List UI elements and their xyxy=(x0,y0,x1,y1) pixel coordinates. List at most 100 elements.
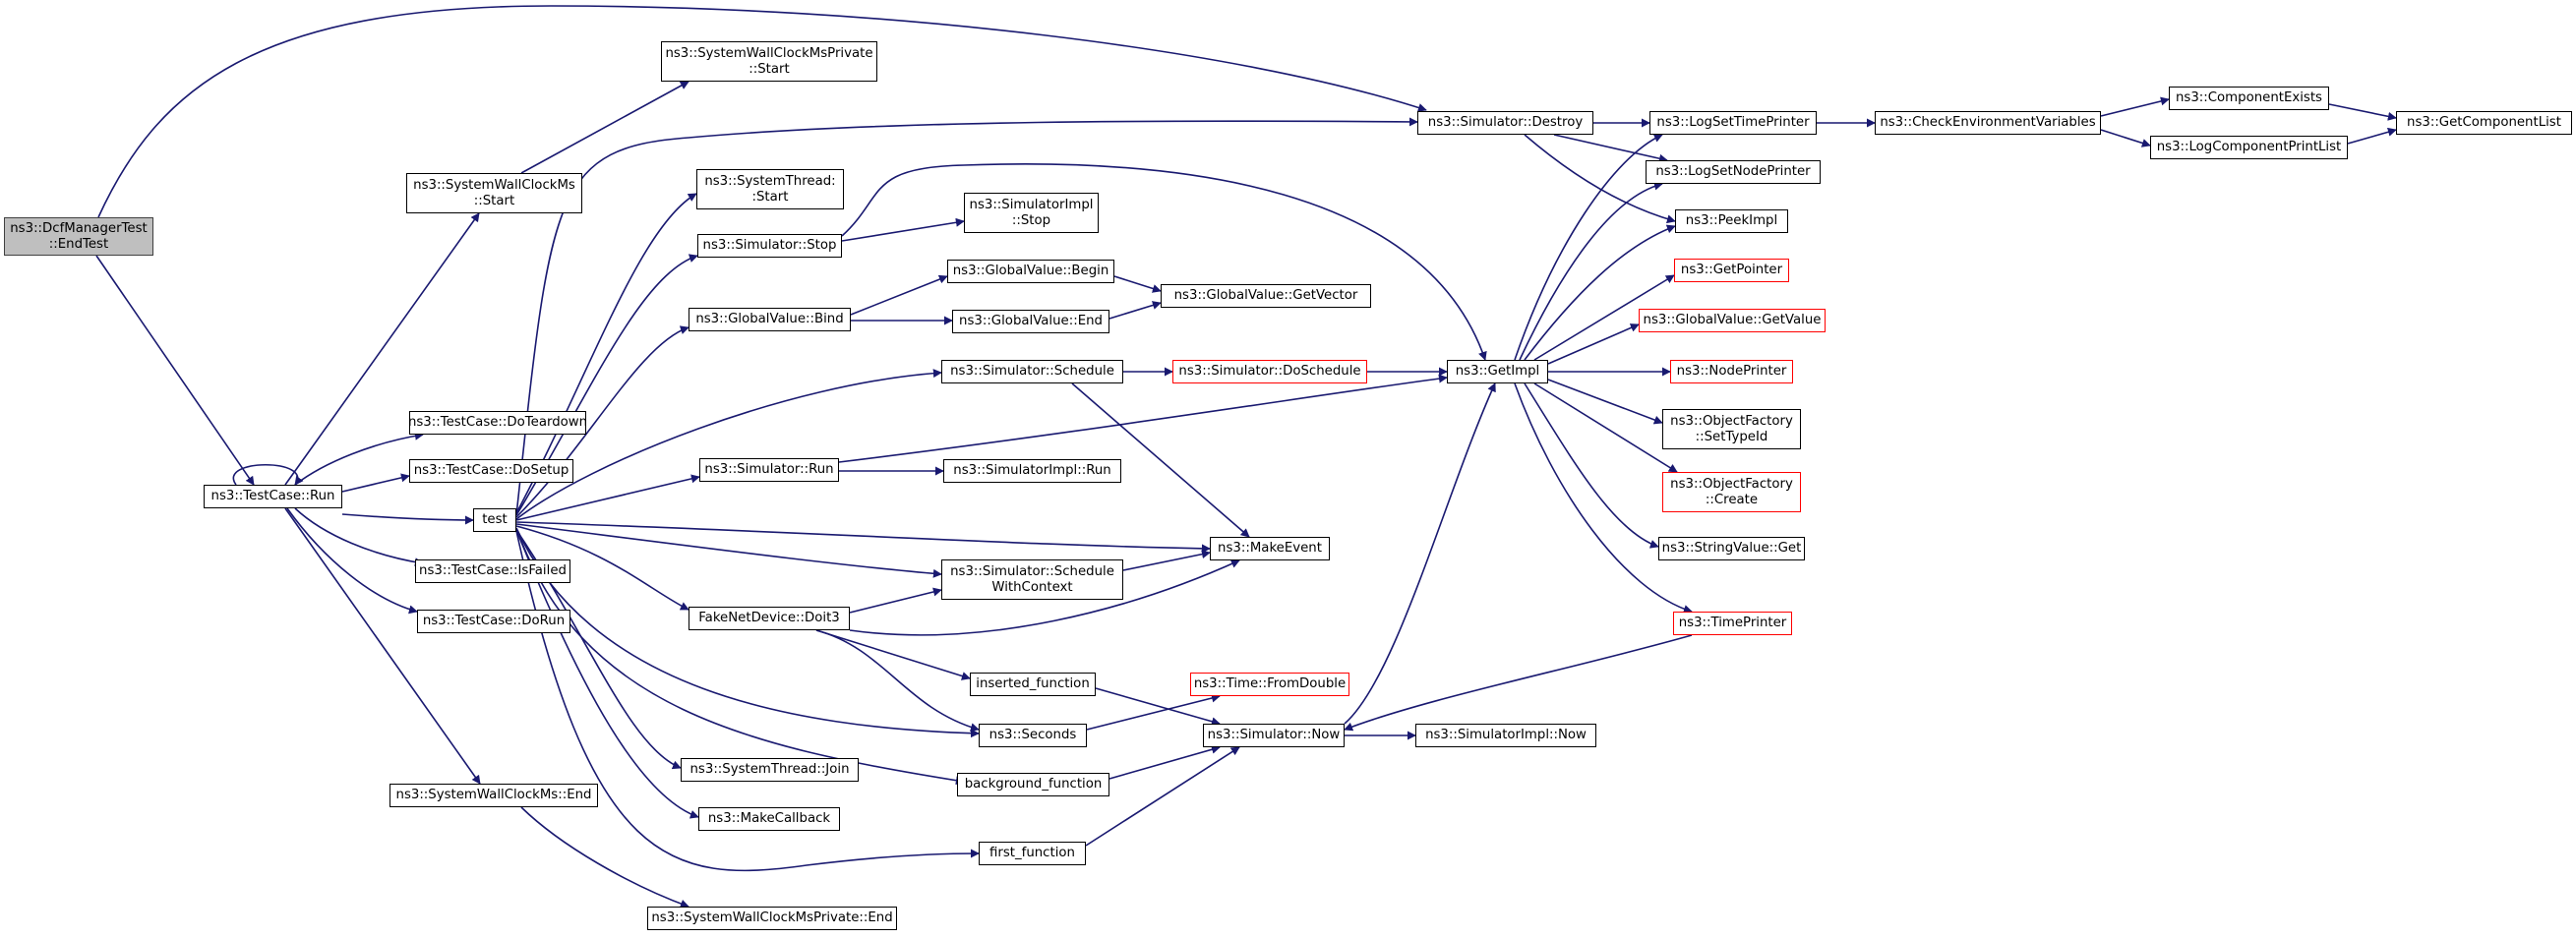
node-simulator-stop[interactable]: ns3::Simulator::Stop xyxy=(697,234,842,258)
node-objectfactory-settypeid[interactable]: ns3::ObjectFactory ::SetTypeId xyxy=(1662,409,1801,449)
edge-testcase-run-to-wallclock-start xyxy=(284,212,480,486)
node-simulator-now[interactable]: ns3::Simulator::Now xyxy=(1203,724,1345,747)
edge-simulator-schedulewithcontext-to-makeevent xyxy=(1122,550,1211,571)
edge-background-function-to-simulator-now xyxy=(1108,744,1221,780)
node-simulatorimpl-stop[interactable]: ns3::SimulatorImpl ::Stop xyxy=(964,193,1099,233)
node-simulator-schedulewithcontext[interactable]: ns3::Simulator::Schedule WithContext xyxy=(941,559,1123,600)
edge-globalvalue-bind-to-globalvalue-begin xyxy=(850,274,948,316)
node-makeevent[interactable]: ns3::MakeEvent xyxy=(1210,537,1330,560)
edge-componentexists-to-getcomponentlist xyxy=(2328,103,2397,121)
call-edges xyxy=(95,5,2397,909)
edge-wallclock-start-to-wallclock-private-start xyxy=(520,81,689,174)
node-componentexists[interactable]: ns3::ComponentExists xyxy=(2169,87,2329,110)
edge-getimpl-to-getpointer xyxy=(1533,274,1675,361)
edge-getimpl-to-timeprinter xyxy=(1514,382,1693,614)
edge-simulator-stop-to-getimpl xyxy=(841,163,1487,361)
edge-test-to-systemthread-start xyxy=(515,193,697,514)
node-test[interactable]: test xyxy=(473,508,516,532)
node-peekimpl[interactable]: ns3::PeekImpl xyxy=(1675,209,1788,233)
edge-testcase-run-to-test xyxy=(341,513,474,525)
edge-getimpl-to-stringvalue-get xyxy=(1524,382,1659,549)
edge-getimpl-to-objectfactory-settypeid xyxy=(1547,379,1663,425)
edge-first-function-to-simulator-now xyxy=(1085,746,1240,847)
edge-logcomponentprintlist-to-getcomponentlist xyxy=(2347,127,2397,145)
edge-fakenetdevice-doit3-to-seconds xyxy=(815,629,980,733)
edge-test-to-simulator-schedulewithcontext xyxy=(515,523,942,578)
edge-globalvalue-end-to-globalvalue-getvector xyxy=(1108,301,1162,320)
node-seconds[interactable]: ns3::Seconds xyxy=(979,724,1087,747)
node-systemthread-start[interactable]: ns3::SystemThread: :Start xyxy=(696,169,844,209)
node-timeprinter[interactable]: ns3::TimePrinter xyxy=(1673,612,1792,635)
edge-fakenetdevice-doit3-to-makeevent xyxy=(849,559,1240,636)
edge-simulator-schedule-to-makeevent xyxy=(1071,382,1250,538)
edge-test-to-simulator-destroy xyxy=(515,117,1418,516)
edge-testcase-run-to-testcase-run xyxy=(232,464,304,486)
edge-fakenetdevice-doit3-to-inserted-function xyxy=(815,629,971,680)
node-testcase-run[interactable]: ns3::TestCase::Run xyxy=(204,485,342,508)
node-nodeprinter[interactable]: ns3::NodePrinter xyxy=(1670,360,1793,383)
node-logsettimeprinter[interactable]: ns3::LogSetTimePrinter xyxy=(1649,111,1817,135)
edge-simulator-stop-to-simulatorimpl-stop xyxy=(841,217,965,242)
edge-inserted-function-to-simulator-now xyxy=(1095,687,1221,727)
edge-root-to-testcase-run xyxy=(95,255,255,486)
edge-test-to-seconds xyxy=(515,527,980,738)
node-getpointer[interactable]: ns3::GetPointer xyxy=(1674,259,1789,282)
node-systemthread-join[interactable]: ns3::SystemThread::Join xyxy=(681,758,859,782)
node-simulator-doschedule[interactable]: ns3::Simulator::DoSchedule xyxy=(1172,360,1367,383)
node-testcase-dosetup[interactable]: ns3::TestCase::DoSetup xyxy=(409,459,573,483)
node-checkenvironmentvariables[interactable]: ns3::CheckEnvironmentVariables xyxy=(1875,111,2101,135)
edge-root-to-simulator-destroy xyxy=(97,5,1427,218)
edge-getimpl-to-logsetnodeprinter xyxy=(1519,181,1663,361)
node-simulator-schedule[interactable]: ns3::Simulator::Schedule xyxy=(941,360,1123,383)
edge-getimpl-to-objectfactory-create xyxy=(1533,382,1678,473)
node-logcomponentprintlist[interactable]: ns3::LogComponentPrintList xyxy=(2150,136,2348,159)
edge-wallclock-end-to-wallclock-private-end xyxy=(520,806,689,909)
edge-getimpl-to-peekimpl xyxy=(1524,224,1676,361)
node-globalvalue-begin[interactable]: ns3::GlobalValue::Begin xyxy=(947,260,1114,283)
edge-simulator-run-to-getimpl xyxy=(838,374,1448,463)
node-simulator-run[interactable]: ns3::Simulator::Run xyxy=(699,458,839,482)
edge-getimpl-to-logsettimeprinter xyxy=(1514,134,1663,361)
node-simulatorimpl-now[interactable]: ns3::SimulatorImpl::Now xyxy=(1415,724,1596,747)
edge-test-to-simulator-schedule xyxy=(515,369,942,520)
node-time-fromdouble[interactable]: ns3::Time::FromDouble xyxy=(1190,673,1349,696)
node-testcase-dorun[interactable]: ns3::TestCase::DoRun xyxy=(417,610,570,633)
node-makecallback[interactable]: ns3::MakeCallback xyxy=(698,807,840,831)
edge-testcase-run-to-testcase-isfailed xyxy=(294,507,424,567)
node-globalvalue-bind[interactable]: ns3::GlobalValue::Bind xyxy=(689,308,851,331)
node-globalvalue-getvector[interactable]: ns3::GlobalValue::GetVector xyxy=(1161,284,1371,308)
node-first-function[interactable]: first_function xyxy=(979,842,1086,865)
edge-testcase-run-to-wallclock-end xyxy=(284,507,481,785)
node-wallclock-private-end[interactable]: ns3::SystemWallClockMsPrivate::End xyxy=(647,907,897,930)
node-getcomponentlist[interactable]: ns3::GetComponentList xyxy=(2396,111,2572,135)
edge-testcase-run-to-testcase-dorun xyxy=(286,507,418,615)
edge-test-to-background-function xyxy=(515,527,965,786)
edge-test-to-makeevent xyxy=(515,521,1211,554)
node-wallclock-end[interactable]: ns3::SystemWallClockMs::End xyxy=(389,784,598,807)
node-wallclock-start[interactable]: ns3::SystemWallClockMs ::Start xyxy=(406,173,582,213)
node-logsetnodeprinter[interactable]: ns3::LogSetNodePrinter xyxy=(1646,160,1821,184)
edge-timeprinter-to-simulator-now xyxy=(1344,634,1693,732)
edge-getimpl-to-globalvalue-getvalue xyxy=(1547,323,1640,365)
node-background-function[interactable]: background_function xyxy=(957,773,1109,796)
edge-simulator-destroy-to-logsetnodeprinter xyxy=(1553,134,1668,163)
node-globalvalue-end[interactable]: ns3::GlobalValue::End xyxy=(952,310,1109,333)
edge-fakenetdevice-doit3-to-simulator-schedulewithcontext xyxy=(849,587,942,614)
node-simulatorimpl-run[interactable]: ns3::SimulatorImpl::Run xyxy=(943,459,1121,483)
node-getimpl[interactable]: ns3::GetImpl xyxy=(1447,360,1548,383)
edge-simulator-destroy-to-peekimpl xyxy=(1524,134,1676,224)
node-testcase-doteardown[interactable]: ns3::TestCase::DoTeardown xyxy=(408,411,587,435)
node-inserted-function[interactable]: inserted_function xyxy=(970,673,1096,696)
node-simulator-destroy[interactable]: ns3::Simulator::Destroy xyxy=(1417,111,1593,135)
node-wallclock-private-start[interactable]: ns3::SystemWallClockMsPrivate ::Start xyxy=(661,41,877,82)
edge-testcase-run-to-testcase-dosetup xyxy=(341,473,410,493)
edge-testcase-run-to-testcase-doteardown xyxy=(294,431,424,486)
node-fakenetdevice-doit3[interactable]: FakeNetDevice::Doit3 xyxy=(689,607,850,630)
node-globalvalue-getvalue[interactable]: ns3::GlobalValue::GetValue xyxy=(1639,309,1826,332)
edge-checkenvironmentvariables-to-componentexists xyxy=(2100,96,2170,117)
node-stringvalue-get[interactable]: ns3::StringValue::Get xyxy=(1658,537,1805,560)
node-testcase-isfailed[interactable]: ns3::TestCase::IsFailed xyxy=(415,559,570,583)
node-objectfactory-create[interactable]: ns3::ObjectFactory ::Create xyxy=(1662,472,1801,512)
node-root: ns3::DcfManagerTest ::EndTest xyxy=(4,217,153,256)
